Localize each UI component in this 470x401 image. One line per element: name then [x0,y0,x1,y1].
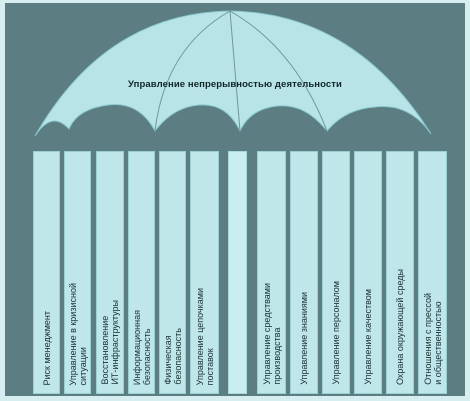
umbrella-handle [228,151,247,394]
column-label: Охрана окружающей среды [395,269,405,385]
column-physical-security: Физическая безопасность [159,151,186,394]
column-environmental-protection: Охрана окружающей среды [386,151,414,394]
column-risk-management: Риск менеджмент [33,151,60,394]
column-crisis-management: Управление в кризисной ситуации [64,151,91,394]
column-label: Управление персоналом [331,281,341,385]
column-label: Управление в кризисной ситуации [67,282,88,385]
column-press-relations: Отношения с прессой и общественностью [418,151,447,394]
column-information-security: Информационная безопасность [128,151,155,394]
column-quality-management: Управление качеством [354,151,382,394]
column-label: Отношения с прессой и общественностью [422,293,443,385]
column-label: Управление знаниями [299,292,309,385]
diagram-title: Управление непрерывностью деятельности [128,79,342,90]
column-label: Риск менеджмент [41,310,52,386]
column-it-recovery: Восстановление ИТ-инфраструктуры [96,151,124,394]
umbrella-canopy [34,10,432,137]
column-label: Восстановление ИТ-инфраструктуры [100,300,120,385]
column-supply-chain: Управление цепочками поставок [190,151,219,394]
column-production-assets: Управление средствами производства [257,151,286,394]
column-label: Управление качеством [363,289,373,385]
column-knowledge-management: Управление знаниями [290,151,318,394]
column-label: Физическая безопасность [162,328,183,385]
column-label: Управление средствами производства [261,283,282,385]
column-label: Информационная безопасность [131,309,152,385]
column-label: Управление цепочками поставок [194,287,215,385]
column-personnel-management: Управление персоналом [322,151,350,394]
